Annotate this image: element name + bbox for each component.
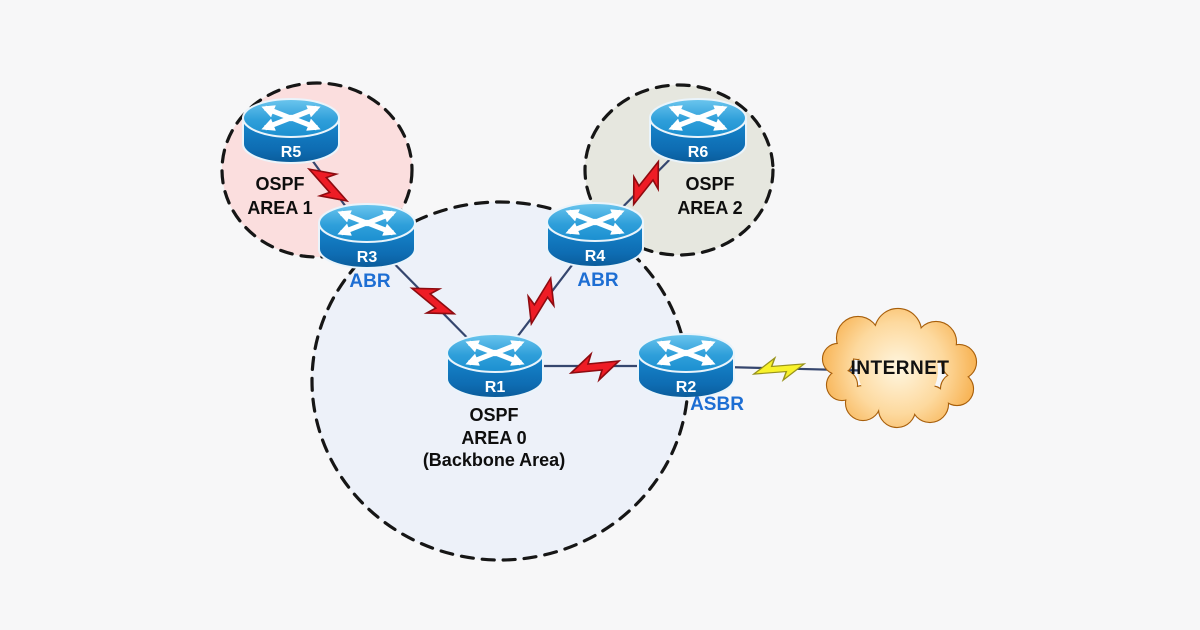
router-label: R5 xyxy=(281,144,302,161)
area0-label-line3: (Backbone Area) xyxy=(423,450,565,470)
area-labels: OSPF AREA 1 OSPF AREA 2 OSPF AREA 0 (Bac… xyxy=(247,174,742,470)
router-r5: R5 xyxy=(243,99,339,163)
area0-label-line2: AREA 0 xyxy=(461,428,526,448)
internet-label: INTERNET xyxy=(851,358,950,379)
r4-role-label: ABR xyxy=(577,270,618,291)
router-label: R6 xyxy=(688,144,709,161)
router-r3: R3 xyxy=(319,204,415,268)
area2-label-line1: OSPF xyxy=(685,174,734,194)
r2-role-label: ASBR xyxy=(690,394,744,415)
role-labels: ABR ABR ASBR xyxy=(349,270,744,415)
area0-label-line1: OSPF xyxy=(469,405,518,425)
router-r1: R1 xyxy=(447,334,543,398)
area1-label-line1: OSPF xyxy=(255,174,304,194)
router-r2: R2 xyxy=(638,334,734,398)
router-label: R4 xyxy=(585,248,606,265)
router-label: R1 xyxy=(485,379,506,396)
router-label: R2 xyxy=(676,379,697,396)
internet-cloud: INTERNET xyxy=(821,307,978,429)
router-label: R3 xyxy=(357,249,378,266)
area1-label-line2: AREA 1 xyxy=(247,198,312,218)
r3-role-label: ABR xyxy=(349,271,390,292)
router-r4: R4 xyxy=(547,203,643,267)
router-r6: R6 xyxy=(650,99,746,163)
routers: R5 R3 R6 R4 R1 R2 xyxy=(243,99,746,398)
area2-label-line2: AREA 2 xyxy=(677,198,742,218)
internet-bolt-icon xyxy=(753,357,805,381)
